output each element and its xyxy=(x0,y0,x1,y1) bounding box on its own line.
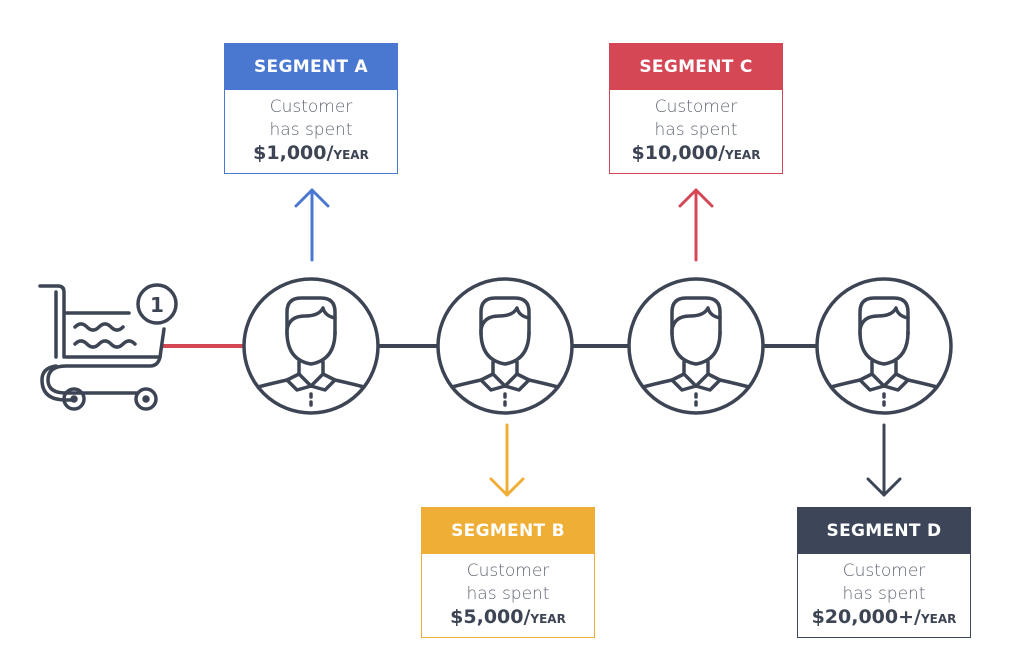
segment-card-d: SEGMENT D Customer has spent $20,000+/YE… xyxy=(797,507,971,638)
customer-avatar-2 xyxy=(436,277,574,415)
segment-a-line2: has spent xyxy=(269,120,353,140)
segment-a-amount: $1,000/ xyxy=(253,142,334,164)
segment-b-line1: Customer xyxy=(466,561,550,581)
shopping-cart-icon xyxy=(38,283,178,411)
arrow-to-segment-b xyxy=(489,423,525,497)
segment-c-unit: YEAR xyxy=(725,148,761,162)
segment-card-c: SEGMENT C Customer has spent $10,000/YEA… xyxy=(609,43,783,174)
arrow-to-segment-c xyxy=(678,188,714,262)
segment-b-unit: YEAR xyxy=(530,612,566,626)
person-icon xyxy=(285,296,337,336)
segment-b-amount: $5,000/ xyxy=(450,606,531,628)
segment-d-line1: Customer xyxy=(842,561,926,581)
person-icon xyxy=(479,296,531,336)
customer-avatar-1 xyxy=(242,277,380,415)
segment-d-unit: YEAR xyxy=(920,612,957,626)
customer-avatar-4 xyxy=(815,277,953,415)
segment-card-a: SEGMENT A Customer has spent $1,000/YEAR xyxy=(224,43,398,174)
person-icon xyxy=(858,296,910,336)
arrow-to-segment-d xyxy=(866,423,902,497)
segment-d-amount: $20,000+/ xyxy=(811,606,921,628)
segment-a-unit: YEAR xyxy=(333,148,369,162)
segment-b-title: SEGMENT B xyxy=(422,508,594,554)
avatar-circle xyxy=(436,277,574,415)
segment-a-line1: Customer xyxy=(269,97,353,117)
segment-d-title: SEGMENT D xyxy=(798,508,970,554)
arrow-to-segment-a xyxy=(294,188,330,262)
segment-a-title: SEGMENT A xyxy=(225,44,397,90)
segment-c-line2: has spent xyxy=(654,120,738,140)
segment-c-amount: $10,000/ xyxy=(631,142,726,164)
cart-badge-count: 1 xyxy=(150,293,164,317)
avatar-circle xyxy=(627,277,765,415)
person-icon xyxy=(670,296,722,336)
segment-card-b: SEGMENT B Customer has spent $5,000/YEAR xyxy=(421,507,595,638)
avatar-circle xyxy=(815,277,953,415)
segment-d-line2: has spent xyxy=(842,584,926,604)
segment-c-line1: Customer xyxy=(654,97,738,117)
avatar-circle xyxy=(242,277,380,415)
segment-c-title: SEGMENT C xyxy=(610,44,782,90)
customer-avatar-3 xyxy=(627,277,765,415)
segment-b-line2: has spent xyxy=(466,584,550,604)
